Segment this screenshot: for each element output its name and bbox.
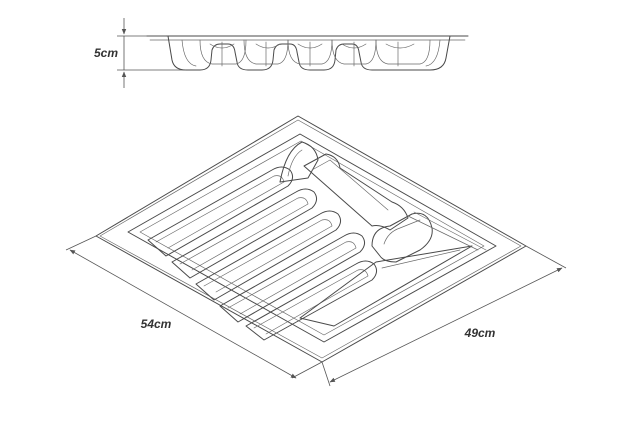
inner-rim [127, 133, 497, 343]
height-dimension: 5cm [94, 18, 186, 88]
compartments [147, 141, 487, 341]
isometric-view: 54cm 49cm [65, 115, 567, 387]
length-label: 54cm [141, 317, 172, 331]
length-dimension: 54cm [65, 235, 323, 379]
width-dimension: 49cm [321, 245, 567, 387]
width-label: 49cm [464, 326, 496, 340]
side-view: 5cm [94, 18, 469, 88]
height-label: 5cm [94, 46, 118, 60]
side-view-pockets [181, 39, 441, 67]
